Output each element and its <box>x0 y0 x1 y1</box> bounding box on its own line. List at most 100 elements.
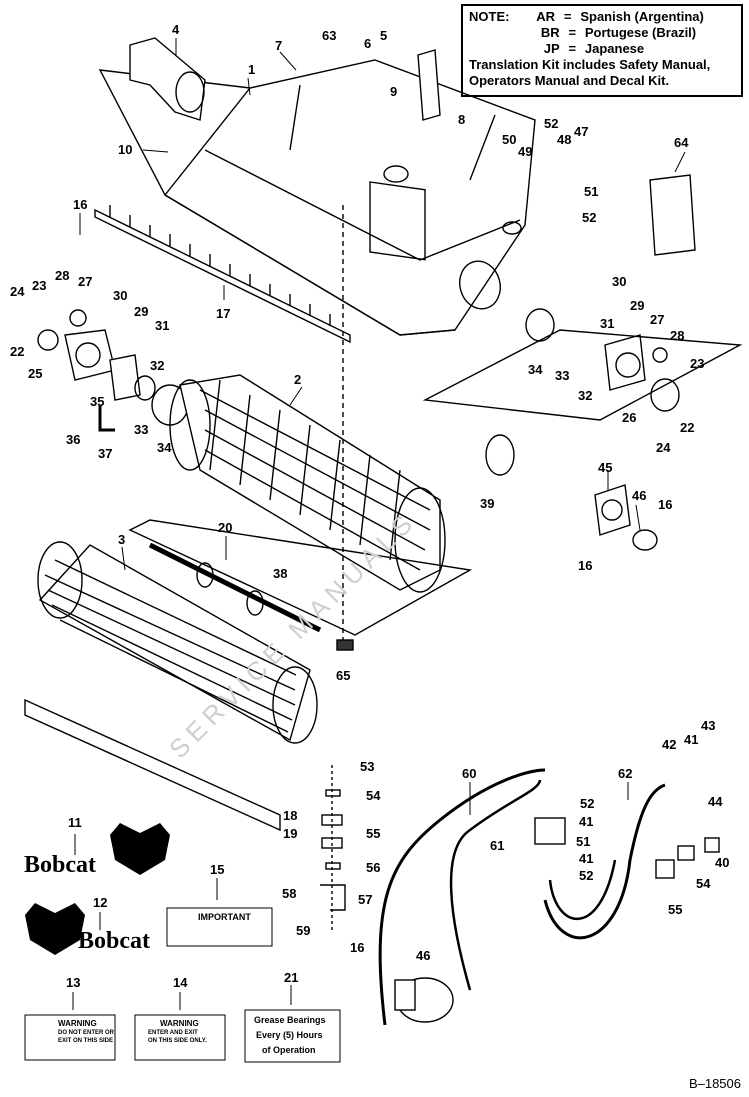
note-row-jp: JP = Japanese <box>469 41 735 57</box>
callout-2: 2 <box>294 372 302 387</box>
callout-16: 16 <box>578 558 593 573</box>
lang-code: BR <box>540 25 560 40</box>
callout-21: 21 <box>284 970 299 985</box>
callout-34: 34 <box>528 362 543 377</box>
callout-48: 48 <box>557 132 572 147</box>
callout-52: 52 <box>544 116 559 131</box>
callout-41: 41 <box>579 851 594 866</box>
callout-39: 39 <box>480 496 495 511</box>
callout-7: 7 <box>275 38 283 53</box>
callout-5: 5 <box>380 28 388 43</box>
callout-19: 19 <box>283 826 298 841</box>
hub <box>485 434 515 476</box>
callout-9: 9 <box>390 84 398 99</box>
bucket-frame <box>98 59 536 336</box>
callout-63: 63 <box>322 28 337 43</box>
callout-52: 52 <box>580 796 595 811</box>
manual-box <box>649 174 696 256</box>
callout-38: 38 <box>273 566 288 581</box>
grease-fitting <box>336 639 354 651</box>
callout-47: 47 <box>574 124 589 139</box>
callout-56: 56 <box>366 860 381 875</box>
callout-54: 54 <box>696 876 711 891</box>
callout-42: 42 <box>662 737 677 752</box>
lang-code: JP <box>543 41 560 56</box>
callout-34: 34 <box>157 440 172 455</box>
callout-64: 64 <box>674 135 689 150</box>
warning-decal-2-line-1: ENTER AND EXIT <box>148 1030 198 1036</box>
callout-29: 29 <box>134 304 149 319</box>
callout-40: 40 <box>715 855 730 870</box>
callout-16: 16 <box>73 197 88 212</box>
callout-62: 62 <box>618 766 633 781</box>
callout-49: 49 <box>518 144 533 159</box>
callout-61: 61 <box>490 838 505 853</box>
callout-46: 46 <box>416 948 431 963</box>
bobcat-logo-2 <box>25 903 85 955</box>
grease-decal <box>244 1009 341 1063</box>
callout-30: 30 <box>612 274 627 289</box>
callout-65: 65 <box>336 668 351 683</box>
callout-50: 50 <box>502 132 517 147</box>
important-decal <box>166 907 273 947</box>
motor-assembly <box>594 484 658 551</box>
callout-60: 60 <box>462 766 477 781</box>
left-bearing-group <box>37 309 189 432</box>
bobcat-wordmark: Bobcat <box>78 928 150 954</box>
callout-36: 36 <box>66 432 81 447</box>
callout-23: 23 <box>690 356 705 371</box>
callout-3: 3 <box>118 532 126 547</box>
callout-32: 32 <box>150 358 165 373</box>
warning-decal-1-line-2: EXIT ON THIS SIDE <box>58 1038 114 1044</box>
hydraulic-motor <box>394 977 454 1023</box>
callout-15: 15 <box>210 862 225 877</box>
callout-30: 30 <box>113 288 128 303</box>
callout-27: 27 <box>78 274 93 289</box>
strap <box>417 49 441 121</box>
grease-decal-line-3: of Operation <box>262 1045 316 1055</box>
note-kit-line-2: Operators Manual and Decal Kit. <box>469 73 670 88</box>
callout-13: 13 <box>66 975 81 990</box>
grease-decal-line-2: Every (5) Hours <box>256 1030 323 1040</box>
callout-16: 16 <box>350 940 365 955</box>
lang-eq: = <box>563 9 572 24</box>
callout-55: 55 <box>668 902 683 917</box>
valve-block <box>534 817 566 845</box>
callout-58: 58 <box>282 886 297 901</box>
callout-27: 27 <box>650 312 665 327</box>
callout-11: 11 <box>68 815 82 830</box>
lang-eq: = <box>568 25 577 40</box>
callout-6: 6 <box>364 36 372 51</box>
callout-10: 10 <box>118 142 133 157</box>
callout-33: 33 <box>134 422 149 437</box>
callout-28: 28 <box>670 328 685 343</box>
callout-54: 54 <box>366 788 381 803</box>
lang-eq: = <box>568 41 577 56</box>
warning-decal-2-line-2: ON THIS SIDE ONLY. <box>148 1038 207 1044</box>
callout-53: 53 <box>360 759 375 774</box>
callout-41: 41 <box>684 732 699 747</box>
callout-41: 41 <box>579 814 594 829</box>
important-decal-title: IMPORTANT <box>198 912 251 922</box>
callout-4: 4 <box>172 22 180 37</box>
warning-decal-2 <box>134 1014 226 1061</box>
callout-24: 24 <box>656 440 671 455</box>
note-row-ar: NOTE: AR = Spanish (Argentina) <box>469 9 735 25</box>
callout-1: 1 <box>248 62 256 77</box>
callout-59: 59 <box>296 923 311 938</box>
drawing-reference-number: B–18506 <box>688 1076 741 1091</box>
right-bearing-group <box>422 308 743 421</box>
callout-46: 46 <box>632 488 647 503</box>
callout-32: 32 <box>578 388 593 403</box>
callout-29: 29 <box>630 298 645 313</box>
callout-18: 18 <box>283 808 298 823</box>
callout-28: 28 <box>55 268 70 283</box>
callout-20: 20 <box>218 520 233 535</box>
callout-57: 57 <box>358 892 373 907</box>
note-box: NOTE: AR = Spanish (Argentina) BR = Port… <box>461 4 743 97</box>
warning-decal-2-title: WARNING <box>160 1019 199 1028</box>
shaft <box>128 519 473 636</box>
callout-31: 31 <box>155 318 170 333</box>
warning-decal-1-line-1: DO NOT ENTER OR <box>58 1030 115 1036</box>
callout-52: 52 <box>582 210 597 225</box>
